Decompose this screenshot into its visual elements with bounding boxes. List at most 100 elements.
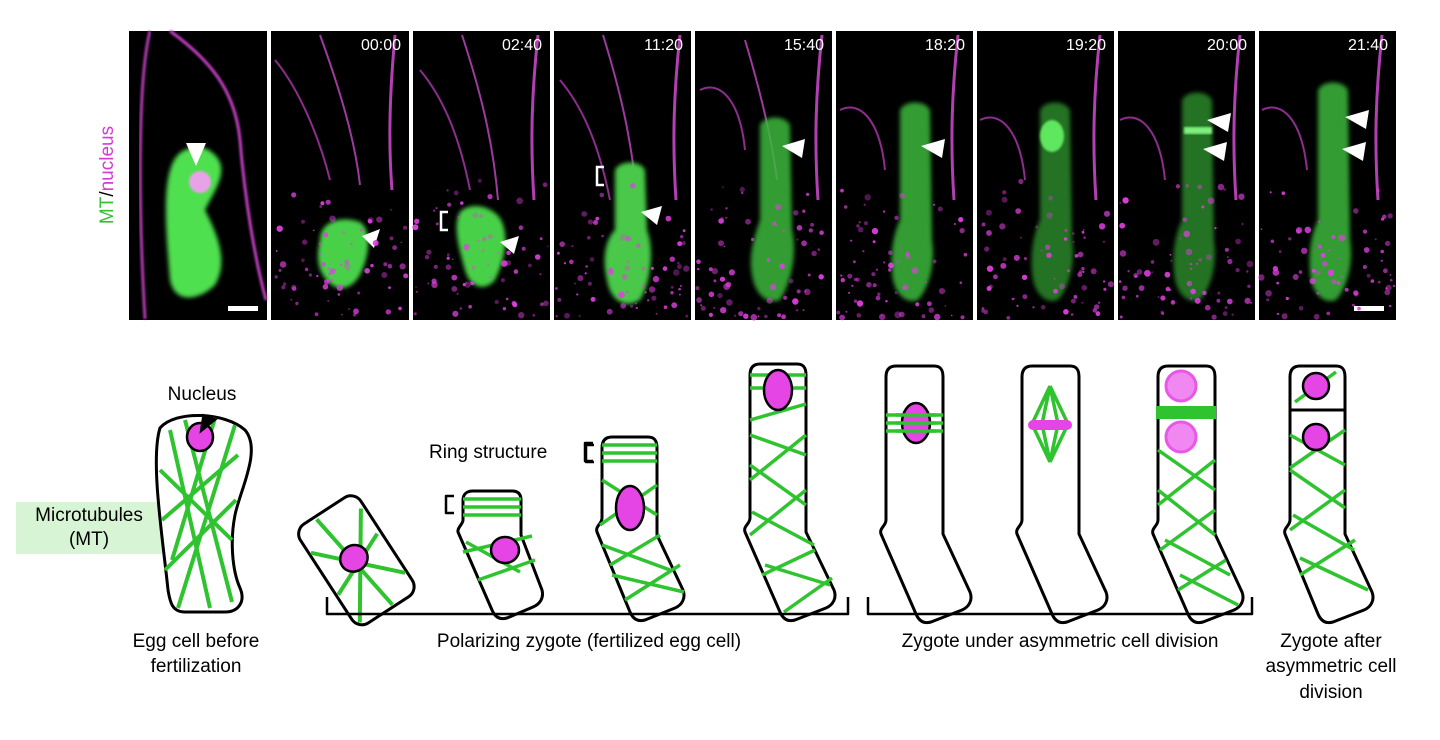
speckle <box>470 281 475 286</box>
speckle <box>880 314 883 317</box>
speckle <box>725 207 728 210</box>
speckle <box>534 254 541 260</box>
speckle <box>843 205 848 209</box>
speckle <box>644 291 647 294</box>
speckle <box>1103 280 1106 283</box>
speckle <box>276 225 283 232</box>
speckle <box>1048 195 1053 201</box>
speckle <box>451 286 458 292</box>
speckle <box>856 224 860 228</box>
speckle <box>275 250 278 252</box>
division-group-bracket <box>866 597 1254 616</box>
speckle <box>739 186 745 193</box>
timestamp-label: 18:20 <box>925 37 965 54</box>
speckle <box>1002 190 1007 195</box>
speckle <box>540 302 544 307</box>
speckle <box>655 312 658 315</box>
speckle <box>577 275 584 282</box>
speckle <box>1134 275 1138 278</box>
speckle <box>1376 188 1381 193</box>
channel-label: MT/nucleus <box>97 126 119 224</box>
speckle <box>872 240 876 244</box>
speckle <box>578 314 581 317</box>
speckle <box>745 218 751 225</box>
speckle <box>899 192 905 199</box>
speckle <box>853 277 858 282</box>
speckle <box>385 309 391 315</box>
speckle <box>576 293 579 296</box>
speckle <box>1217 291 1221 295</box>
micrograph-panel-2: 02:40 <box>413 31 550 320</box>
micrograph-panel-0 <box>129 29 268 320</box>
speckle <box>327 299 330 302</box>
speckle <box>1067 269 1070 273</box>
timestamp-label: 21:40 <box>1348 37 1388 54</box>
speckle <box>625 236 631 242</box>
speckle <box>1151 271 1153 274</box>
speckle <box>866 282 872 288</box>
speckle <box>1077 272 1083 278</box>
stage-label-after-line1: Zygote after <box>1280 631 1382 652</box>
speckle <box>999 223 1006 230</box>
speckle <box>847 273 853 279</box>
speckle <box>431 281 438 288</box>
speckle <box>1331 234 1336 239</box>
speckle <box>1023 257 1027 261</box>
speckle <box>337 293 341 296</box>
speckle <box>850 239 853 242</box>
speckle <box>1327 269 1335 277</box>
speckle <box>875 295 881 301</box>
speckle <box>1081 230 1085 234</box>
speckle <box>387 263 393 269</box>
speckle <box>446 253 450 257</box>
speckle <box>792 298 799 305</box>
speckle <box>669 256 675 262</box>
speckle <box>836 310 841 315</box>
speckle <box>696 259 701 265</box>
speckle <box>1170 259 1173 262</box>
speckle <box>472 212 479 219</box>
arrowhead-marker <box>186 143 206 166</box>
speckle <box>539 237 543 241</box>
speckle <box>924 281 927 284</box>
speckle <box>1121 295 1126 300</box>
speckle <box>1337 257 1340 260</box>
speckle <box>342 231 346 235</box>
speckle <box>424 255 430 260</box>
speckle <box>733 314 737 317</box>
speckle <box>388 286 391 289</box>
speckle <box>781 314 786 320</box>
arrowhead-marker <box>1342 142 1366 161</box>
speckle <box>1072 240 1075 243</box>
speckle <box>1311 268 1316 273</box>
speckle <box>898 311 905 318</box>
speckle <box>796 225 803 231</box>
speckle <box>1224 306 1228 310</box>
speckle <box>641 266 646 271</box>
speckle <box>516 197 524 205</box>
speckle <box>877 292 881 296</box>
speckle <box>329 215 336 223</box>
speckle <box>840 277 845 283</box>
speckle <box>389 236 394 241</box>
speckle <box>329 268 336 275</box>
speckle <box>1046 252 1052 258</box>
speckle <box>327 267 330 270</box>
speckle <box>1266 298 1270 302</box>
stage-label-after-line2: asymmetric cell <box>1265 656 1397 677</box>
speckle <box>595 216 600 221</box>
speckle <box>1338 234 1346 242</box>
speckle <box>446 189 449 192</box>
speckle <box>1063 309 1069 315</box>
speckle <box>863 221 869 226</box>
speckle <box>357 291 361 295</box>
speckle <box>678 287 681 291</box>
speckle <box>1044 244 1051 250</box>
speckle <box>1098 223 1106 230</box>
speckle <box>505 297 509 301</box>
speckle <box>1018 178 1024 185</box>
speckle <box>650 266 654 270</box>
speckle <box>986 230 992 236</box>
speckle <box>719 276 726 282</box>
